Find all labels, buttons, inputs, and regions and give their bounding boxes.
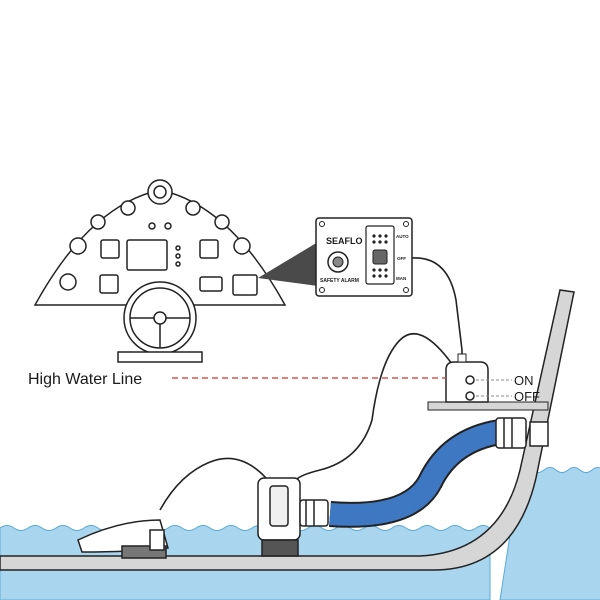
pump-to-sensor-wire [159,457,267,511]
switch-to-pump-wire [295,332,453,481]
gauge-icon [59,273,77,291]
switch-on-label: ON [514,373,534,388]
zoom-beam [258,242,318,286]
dashboard-console [33,179,287,363]
bilge-pump [257,477,329,557]
gauge-icon [214,214,230,230]
water-sensor [77,519,169,559]
gauge-icon [90,214,106,230]
through-hull-fitting [495,417,549,449]
brand-logo-text: SEAFLO [326,236,363,246]
switch-off-label: OFF [514,389,540,404]
mode-off-label: OFF [397,256,406,261]
float-switch [427,353,549,411]
mode-auto-label: AUTO [396,234,409,239]
mode-man-label: MAN [396,276,406,281]
gauge-icon [120,200,136,216]
alarm-panel-miniature [232,274,258,296]
display-screen [126,239,168,271]
panel-to-switch-wire [411,257,463,364]
gauge-icon [233,237,251,255]
gauge-icon [69,237,87,255]
high-water-line-label: High Water Line [28,371,142,388]
gauge-icon [185,200,201,216]
boat-hull [0,289,575,571]
safety-alarm-panel: SEAFLO SAFETY ALARM AUTO OFF MAN [315,217,413,297]
safety-alarm-label: SAFETY ALARM [320,278,359,284]
